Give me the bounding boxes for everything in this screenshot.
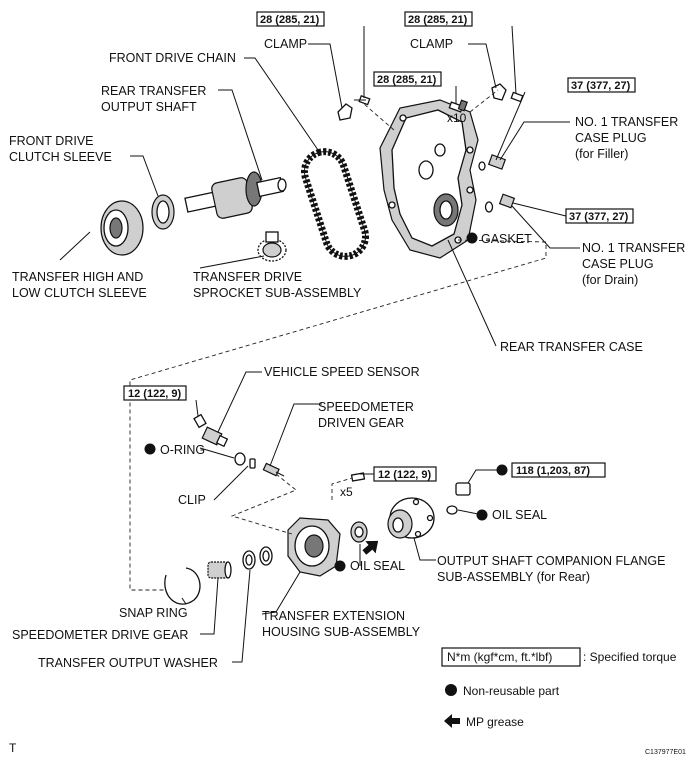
label-output-washer: TRANSFER OUTPUT WASHER [38, 656, 218, 670]
label-drive-sprocket-line2: SPROCKET SUB-ASSEMBLY [193, 286, 362, 300]
extension-bolts-quantity: x5 [340, 485, 353, 499]
vehicle-speed-sensor-drawing [193, 413, 229, 448]
oil-seal-center-drawing [350, 521, 368, 543]
label-drain-plug-line3: (for Drain) [582, 273, 638, 287]
non-reusable-dot-gasket [466, 232, 478, 244]
label-oil-seal-center: OIL SEAL [350, 559, 405, 573]
legend-torque-box [441, 647, 581, 667]
label-speedometer-driven-gear-line1: SPEEDOMETER [318, 400, 414, 414]
legend-torque-desc: : Specified torque [583, 650, 677, 664]
label-rear-output-shaft-line1: REAR TRANSFER [101, 84, 206, 98]
non-reusable-dot-o-ring [144, 443, 156, 455]
rear-output-shaft-drawing [184, 171, 287, 219]
label-vehicle-speed-sensor: VEHICLE SPEED SENSOR [264, 365, 420, 379]
torque-box-clamp-left [256, 11, 325, 27]
torque-box-clamp-right [404, 11, 473, 27]
label-front-clutch-sleeve-line1: FRONT DRIVE [9, 134, 94, 148]
label-gasket: GASKET [481, 232, 532, 246]
non-reusable-dot-oil-seal-center [334, 560, 346, 572]
torque-drain-plug: 37 (377, 27) [569, 211, 629, 223]
lower-assembly-dashed-guide [230, 473, 353, 535]
label-companion-flange-line1: OUTPUT SHAFT COMPANION FLANGE [437, 554, 666, 568]
torque-filler-plug: 37 (377, 27) [571, 80, 631, 92]
drain-plug-drawing [484, 193, 516, 213]
label-high-low-sleeve-line2: LOW CLUTCH SLEEVE [12, 286, 147, 300]
torque-box-extension-bolts [373, 466, 437, 482]
extension-bolt-drawing [350, 472, 366, 482]
snap-ring-drawing [164, 567, 201, 605]
torque-clamp-right: 28 (285, 21) [408, 14, 468, 26]
non-reusable-dot-companion-nut [496, 464, 508, 476]
upper-assembly-dashed-guide [129, 89, 547, 591]
torque-clamp-left: 28 (285, 21) [260, 14, 320, 26]
legend-torque-unit: N*m (kgf*cm, ft.*lbf) [447, 650, 552, 664]
leader-lines [59, 25, 580, 663]
rear-transfer-case-drawing [379, 99, 479, 259]
label-drive-sprocket-line1: TRANSFER DRIVE [193, 270, 302, 284]
label-clamp-left: CLAMP [264, 37, 307, 51]
front-drive-chain-drawing [300, 148, 370, 260]
label-filler-plug-line1: NO. 1 TRANSFER [575, 115, 678, 129]
torque-box-filler-plug [567, 77, 636, 93]
corner-mark: T [9, 741, 17, 755]
label-extension-housing-line2: HOUSING SUB-ASSEMBLY [262, 625, 421, 639]
label-front-drive-chain: FRONT DRIVE CHAIN [109, 51, 236, 65]
front-clutch-sleeve-drawing [151, 194, 175, 230]
torque-box-companion-nut [511, 462, 606, 478]
label-drain-plug-line1: NO. 1 TRANSFER [582, 241, 685, 255]
legend-mp-grease-arrow-icon [444, 714, 460, 728]
label-oil-seal-right: OIL SEAL [492, 508, 547, 522]
label-front-clutch-sleeve-line2: CLUTCH SLEEVE [9, 150, 112, 164]
label-speedometer-drive-gear: SPEEDOMETER DRIVE GEAR [12, 628, 188, 642]
label-extension-housing-line1: TRANSFER EXTENSION [262, 609, 405, 623]
torque-box-speed-sensor [123, 385, 187, 401]
output-washer-drawing [242, 546, 273, 570]
label-speedometer-driven-gear-line2: DRIVEN GEAR [318, 416, 404, 430]
label-o-ring: O-RING [160, 443, 205, 457]
label-clamp-right: CLAMP [410, 37, 453, 51]
torque-case-bolts: 28 (285, 21) [377, 74, 437, 86]
case-bolt-drawing [448, 99, 468, 113]
extension-housing-drawing [287, 517, 341, 577]
legend: N*m (kgf*cm, ft.*lbf) : Specified torque… [441, 647, 677, 729]
torque-box-drain-plug [565, 208, 634, 224]
clamp-left-drawing [337, 94, 371, 121]
speedometer-driven-gear-drawing [262, 462, 285, 477]
o-ring-drawing [234, 452, 246, 466]
drive-sprocket-drawing [257, 231, 287, 262]
label-snap-ring: SNAP RING [119, 606, 188, 620]
legend-non-reusable-text: Non-reusable part [463, 684, 560, 698]
clamp-right-drawing [491, 83, 524, 103]
non-reusable-dot-oil-seal-right [476, 509, 488, 521]
companion-flange-drawing [387, 497, 435, 539]
label-companion-flange-line2: SUB-ASSEMBLY (for Rear) [437, 570, 590, 584]
speedometer-drive-gear-drawing [207, 561, 232, 579]
companion-nut-drawing [446, 482, 471, 515]
figure-id: C137977E01 [645, 749, 686, 756]
label-rear-output-shaft-line2: OUTPUT SHAFT [101, 100, 197, 114]
legend-non-reusable-dot [445, 684, 457, 696]
legend-mp-grease-text: MP grease [466, 715, 524, 729]
label-high-low-sleeve-line1: TRANSFER HIGH AND [12, 270, 143, 284]
torque-companion-nut: 118 (1,203, 87) [516, 465, 590, 477]
label-clip: CLIP [178, 493, 206, 507]
high-low-sleeve-drawing [100, 200, 144, 256]
case-bolts-quantity: x10 [447, 111, 467, 125]
torque-box-case-bolts [373, 71, 442, 87]
label-filler-plug-line3: (for Filler) [575, 147, 628, 161]
label-rear-transfer-case: REAR TRANSFER CASE [500, 340, 643, 354]
label-filler-plug-line2: CASE PLUG [575, 131, 647, 145]
mp-grease-arrow-part [362, 540, 379, 555]
clip-drawing [249, 458, 256, 469]
torque-speed-sensor: 12 (122, 9) [128, 388, 182, 400]
label-drain-plug-line2: CASE PLUG [582, 257, 654, 271]
torque-extension-bolts: 12 (122, 9) [378, 469, 432, 481]
